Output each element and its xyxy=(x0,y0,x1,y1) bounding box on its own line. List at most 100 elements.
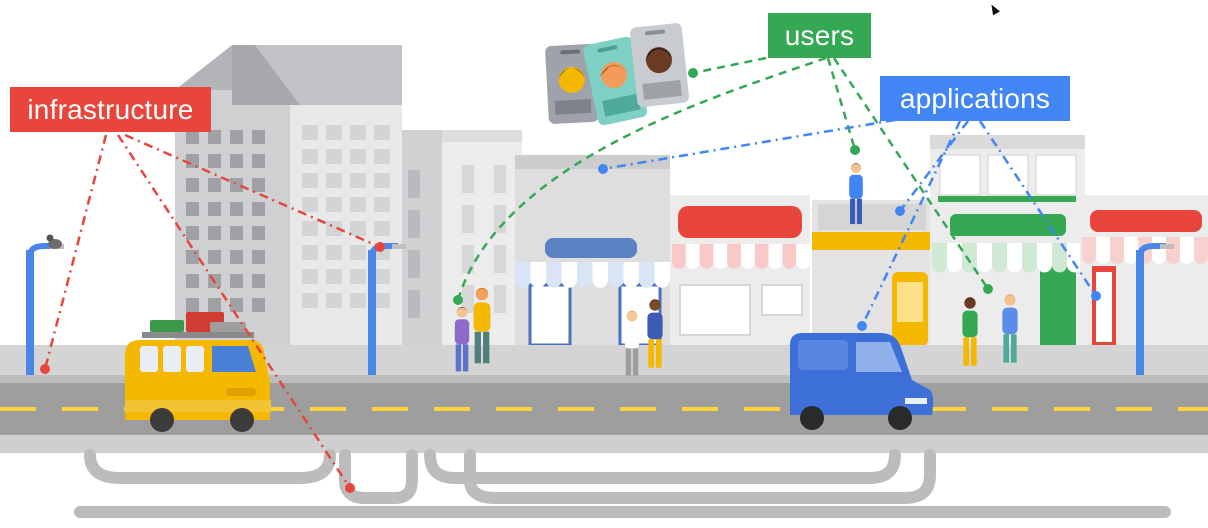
window xyxy=(462,245,474,273)
window xyxy=(208,202,221,216)
window xyxy=(302,149,318,164)
lane-dash xyxy=(1178,407,1208,411)
lane-dash xyxy=(992,407,1028,411)
window xyxy=(230,202,243,216)
window xyxy=(186,298,199,312)
window xyxy=(302,269,318,284)
van-icon xyxy=(790,333,934,430)
shop-building-blue xyxy=(515,155,670,348)
window xyxy=(374,197,390,212)
window xyxy=(408,170,420,198)
person-icon xyxy=(647,299,663,368)
awning-icon xyxy=(515,262,670,288)
road-edge xyxy=(0,435,1208,453)
person-icon xyxy=(624,310,640,376)
window xyxy=(252,178,265,192)
window xyxy=(494,245,506,273)
window xyxy=(326,125,342,140)
window xyxy=(230,154,243,168)
applications-connectors xyxy=(602,118,1098,327)
window xyxy=(494,205,506,233)
window xyxy=(252,274,265,288)
lamp-post-icon xyxy=(1136,243,1174,375)
underground-pipes xyxy=(74,449,1171,518)
person-icon xyxy=(473,287,491,364)
id-badge-icon xyxy=(630,23,689,107)
window xyxy=(408,290,420,318)
person-icon xyxy=(849,162,863,225)
lane-dash xyxy=(930,407,966,411)
window xyxy=(374,293,390,308)
window xyxy=(230,298,243,312)
window xyxy=(186,250,199,264)
window xyxy=(374,149,390,164)
window xyxy=(252,130,265,144)
people xyxy=(454,162,1018,376)
lane-dash xyxy=(0,407,36,411)
window xyxy=(462,165,474,193)
window xyxy=(230,226,243,240)
window xyxy=(326,173,342,188)
person-icon xyxy=(454,306,470,372)
window xyxy=(252,226,265,240)
shop-building-red xyxy=(670,195,810,348)
window xyxy=(350,197,366,212)
lane-dash xyxy=(372,407,408,411)
window xyxy=(208,178,221,192)
lane-dash xyxy=(310,407,346,411)
window xyxy=(252,202,265,216)
window xyxy=(326,197,342,212)
window xyxy=(230,178,243,192)
window xyxy=(186,274,199,288)
lane-dash xyxy=(496,407,532,411)
tall-building-windows xyxy=(186,125,390,312)
window xyxy=(230,130,243,144)
lane-dash xyxy=(620,407,656,411)
window xyxy=(186,202,199,216)
window xyxy=(302,293,318,308)
id-badge-icon xyxy=(545,43,599,124)
taxi-icon xyxy=(125,312,271,432)
window xyxy=(408,210,420,238)
infrastructure-connectors xyxy=(43,133,381,489)
window xyxy=(374,125,390,140)
window xyxy=(374,173,390,188)
window xyxy=(302,125,318,140)
awning-icon xyxy=(672,244,810,269)
window xyxy=(326,269,342,284)
curb xyxy=(0,375,1208,383)
window xyxy=(408,250,420,278)
id-badge-icon xyxy=(583,36,648,126)
user-id-cards xyxy=(545,23,689,126)
window xyxy=(462,285,474,313)
window xyxy=(326,149,342,164)
window xyxy=(350,149,366,164)
window xyxy=(350,125,366,140)
window xyxy=(350,293,366,308)
window xyxy=(208,154,221,168)
window xyxy=(302,197,318,212)
window xyxy=(252,298,265,312)
window xyxy=(374,221,390,236)
lane-dash xyxy=(434,407,470,411)
lane-dash xyxy=(1116,407,1152,411)
window xyxy=(252,154,265,168)
awning-icon xyxy=(932,243,1082,273)
users-label: users xyxy=(768,13,871,58)
mid-building xyxy=(402,130,522,348)
window xyxy=(326,293,342,308)
window xyxy=(494,285,506,313)
lane-dash xyxy=(744,407,780,411)
applications-label: applications xyxy=(880,76,1070,121)
window xyxy=(208,298,221,312)
window xyxy=(350,221,366,236)
window xyxy=(350,269,366,284)
users-connectors xyxy=(456,56,990,301)
window xyxy=(374,269,390,284)
window xyxy=(252,250,265,264)
window xyxy=(208,250,221,264)
window xyxy=(186,178,199,192)
window xyxy=(350,173,366,188)
lane-dash xyxy=(1054,407,1090,411)
